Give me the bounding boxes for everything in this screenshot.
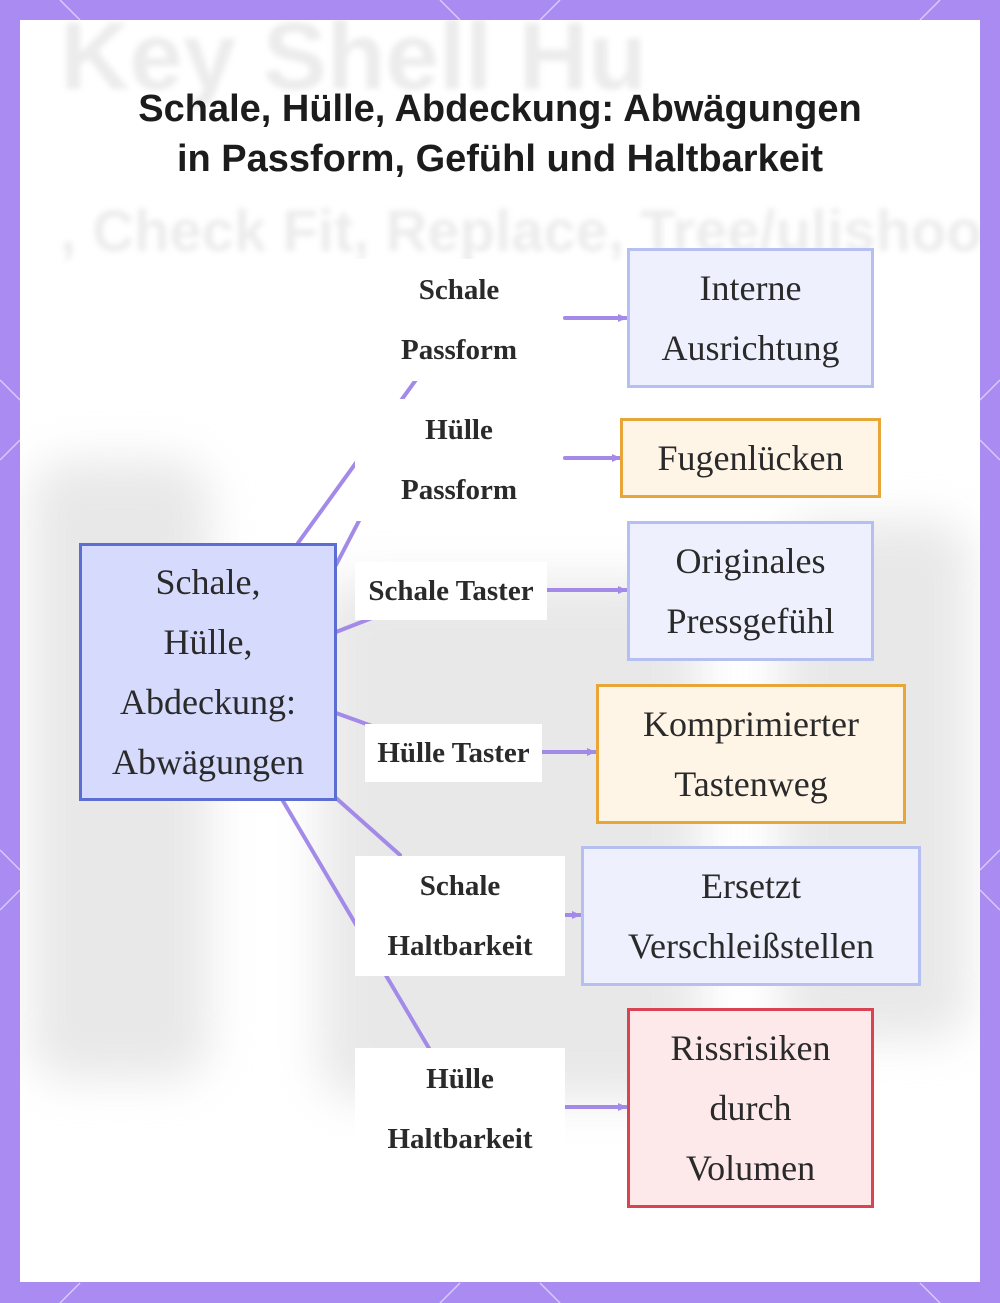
branch-label-huelle-taster: Hülle Taster xyxy=(365,724,542,782)
background-text-1: Key Shell Hu xyxy=(60,20,647,110)
root-node: Schale, Hülle, Abdeckung: Abwägungen xyxy=(79,543,337,801)
result-node-rissrisiken: Rissrisiken durch Volumen xyxy=(627,1008,874,1208)
connector-root-huelle-taster xyxy=(334,711,374,728)
result-node-originales-pressgefuehl: Originales Pressgefühl xyxy=(627,521,874,661)
branch-label-schale-taster: Schale Taster xyxy=(355,562,547,620)
result-label: Ersetzt Verschleißstellen xyxy=(628,866,874,966)
branch-label-huelle-passform: Hülle Passform xyxy=(355,399,563,521)
connector-root-schale-haltbarkeit xyxy=(334,796,402,857)
title-line-2: in Passform, Gefühl und Haltbarkeit xyxy=(176,138,824,180)
branch-label-huelle-haltbarkeit: Hülle Haltbarkeit xyxy=(355,1048,565,1170)
connector-root-schale-taster xyxy=(334,616,374,634)
diagram-title: Schale, Hülle, Abdeckung: Abwägungen in … xyxy=(0,84,1000,184)
root-node-label: Schale, Hülle, Abdeckung: Abwägungen xyxy=(112,562,304,782)
title-line-1: Schale, Hülle, Abdeckung: Abwägungen xyxy=(138,88,862,130)
result-label: Interne Ausrichtung xyxy=(661,268,840,368)
branch-label-schale-passform: Schale Passform xyxy=(355,259,563,381)
result-label: Rissrisiken durch Volumen xyxy=(670,1028,831,1188)
result-label: Originales Pressgefühl xyxy=(666,541,835,641)
result-node-interne-ausrichtung: Interne Ausrichtung xyxy=(627,248,874,388)
result-node-komprimierter-tastenweg: Komprimierter Tastenweg xyxy=(596,684,906,824)
result-node-ersetzt-verschleissstellen: Ersetzt Verschleißstellen xyxy=(581,846,921,986)
result-node-fugenluecken: Fugenlücken xyxy=(620,418,881,498)
connector-root-huelle-passform xyxy=(334,513,364,567)
result-label: Komprimierter Tastenweg xyxy=(643,704,859,804)
result-label: Fugenlücken xyxy=(657,438,844,478)
branch-label-schale-haltbarkeit: Schale Haltbarkeit xyxy=(355,856,565,976)
